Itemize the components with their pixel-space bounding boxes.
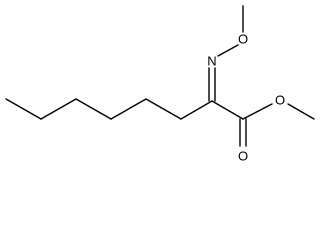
bond-lines — [5, 5, 315, 147]
bond-c4-c3 — [145, 98, 182, 120]
bond-c2-c1 — [211, 100, 244, 120]
atom-labels: N O O O — [207, 32, 285, 164]
bond-c3-c2 — [180, 100, 213, 120]
atom-label-methoxy-o: O — [238, 32, 248, 47]
atom-label-oxime-n: N — [207, 54, 216, 69]
chemical-structure: N O O O — [5, 5, 315, 164]
bond-c5-c4 — [110, 98, 147, 120]
bond-c1-o-ester — [242, 103, 273, 120]
atom-label-carbonyl-o: O — [238, 149, 248, 164]
bond-c8-c7 — [5, 98, 42, 120]
bond-c6-c5 — [75, 98, 112, 120]
bond-c7-c6 — [40, 98, 77, 120]
bond-n-o — [217, 44, 239, 57]
atom-label-ester-o: O — [275, 93, 285, 108]
bond-o-methyl-ester — [287, 103, 315, 120]
